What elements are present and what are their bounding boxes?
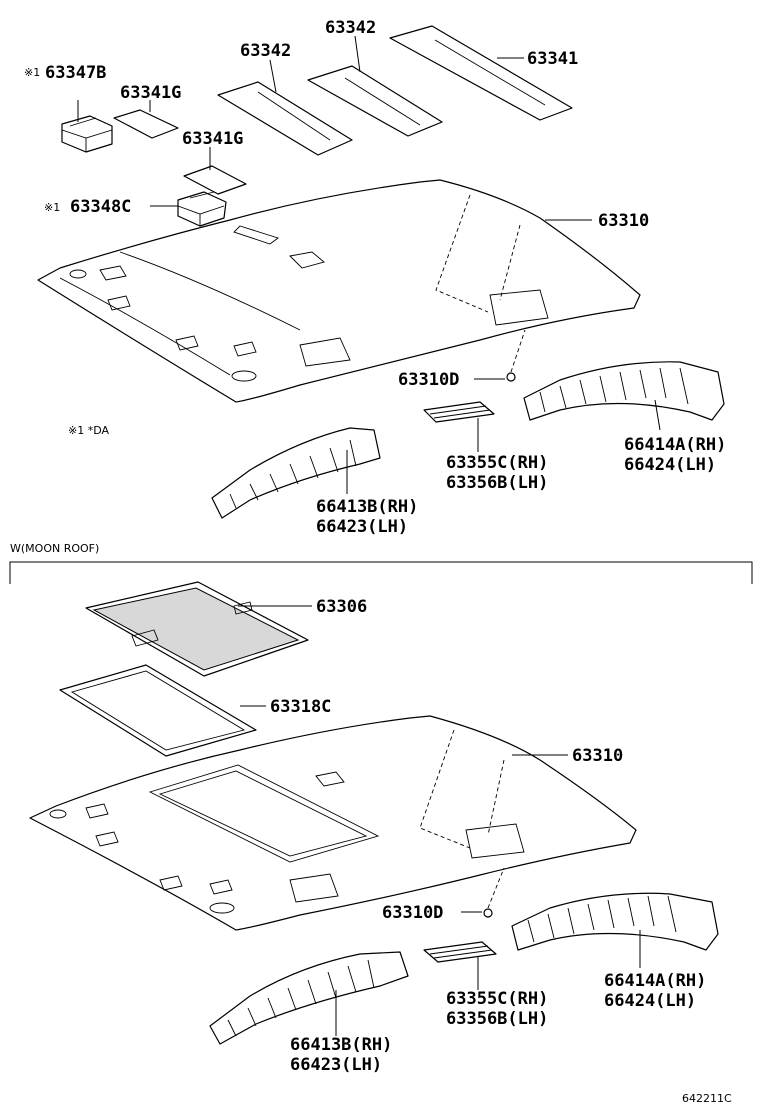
pad-63342-right bbox=[307, 65, 443, 137]
label-66414A-bottom: 66414A(RH) bbox=[604, 971, 706, 991]
headlining-63310-bottom bbox=[29, 715, 637, 931]
clip-63347B bbox=[61, 115, 113, 153]
grille-63355C-bottom bbox=[423, 941, 497, 963]
footnote: ※1 *DA bbox=[68, 424, 109, 437]
label-63342-a: 63342 bbox=[240, 41, 291, 61]
label-63347B: 63347B bbox=[45, 63, 106, 83]
label-66414A-top: 66414A(RH) bbox=[624, 435, 726, 455]
label-63356B-bottom: 63356B(LH) bbox=[446, 1009, 548, 1029]
label-63342-b: 63342 bbox=[325, 18, 376, 38]
pad-63341 bbox=[389, 25, 573, 121]
section-title: W(MOON ROOF) bbox=[10, 542, 99, 555]
pad-63341G-a bbox=[113, 109, 179, 139]
label-63310-bottom: 63310 bbox=[572, 746, 623, 766]
section-bracket bbox=[9, 561, 753, 584]
label-63348C: 63348C bbox=[70, 197, 131, 217]
note-mark-1: ※1 bbox=[24, 66, 40, 79]
label-63310D-bottom: 63310D bbox=[382, 903, 443, 923]
label-63310-top: 63310 bbox=[598, 211, 649, 231]
label-66424-bottom: 66424(LH) bbox=[604, 991, 696, 1011]
clip-63310D-top bbox=[506, 329, 526, 382]
weatherstrip-63318C bbox=[59, 664, 257, 757]
bracket-66414A-top bbox=[523, 361, 725, 421]
bracket-66413B-bottom bbox=[209, 951, 409, 1045]
label-63310D-top: 63310D bbox=[398, 370, 459, 390]
label-63318C: 63318C bbox=[270, 697, 331, 717]
label-66423-bottom: 66423(LH) bbox=[290, 1055, 382, 1075]
label-66413B-bottom: 66413B(RH) bbox=[290, 1035, 392, 1055]
grille-63355C-top bbox=[423, 401, 495, 423]
label-63341G-a: 63341G bbox=[120, 83, 181, 103]
label-66413B-top: 66413B(RH) bbox=[316, 497, 418, 517]
label-66424-top: 66424(LH) bbox=[624, 455, 716, 475]
label-63355C-bottom: 63355C(RH) bbox=[446, 989, 548, 1009]
headlining-63310-top bbox=[37, 179, 641, 403]
bracket-66413B-top bbox=[211, 427, 381, 519]
note-mark-2: ※1 bbox=[44, 201, 60, 214]
clip-63348C bbox=[177, 191, 227, 227]
sunshade-63306 bbox=[85, 581, 309, 677]
label-63355C-top: 63355C(RH) bbox=[446, 453, 548, 473]
label-63341G-b: 63341G bbox=[182, 129, 243, 149]
label-63356B-top: 63356B(LH) bbox=[446, 473, 548, 493]
clip-63310D-bottom bbox=[483, 867, 505, 918]
label-66423-top: 66423(LH) bbox=[316, 517, 408, 537]
pad-63341G-b bbox=[183, 165, 247, 195]
pad-63342-left bbox=[217, 81, 353, 156]
bracket-66414A-bottom bbox=[511, 892, 719, 951]
drawing-number: 642211C bbox=[682, 1092, 732, 1105]
label-63306: 63306 bbox=[316, 597, 367, 617]
label-63341: 63341 bbox=[527, 49, 578, 69]
